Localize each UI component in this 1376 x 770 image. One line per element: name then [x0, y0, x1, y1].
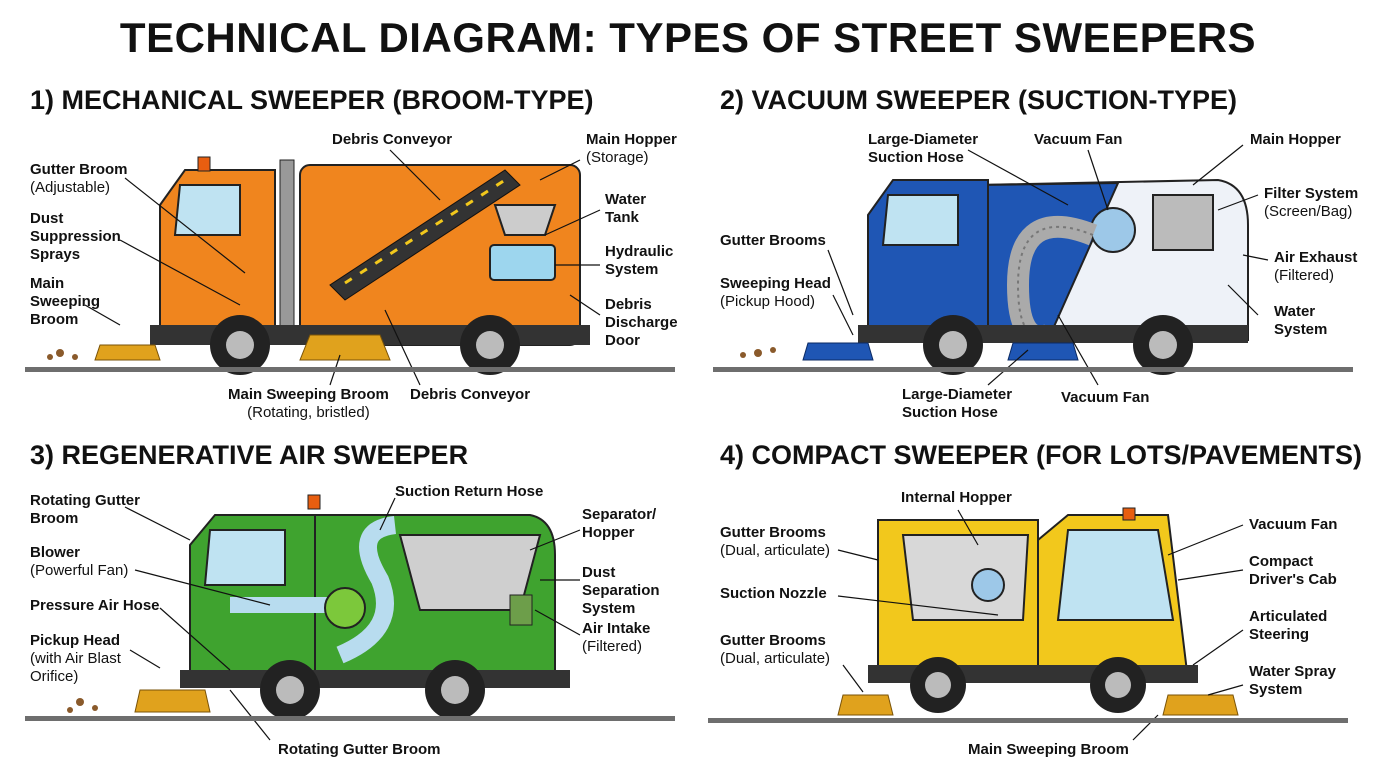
label-pickup-head: Pickup Head(with Air Blast Orifice)	[30, 632, 121, 685]
label-water-spray: Water Spray System	[1249, 663, 1336, 698]
label-compact-cab: Compact Driver's Cab	[1249, 553, 1337, 588]
label-gutter-broom: Gutter Broom(Adjustable)	[30, 161, 128, 196]
panel-regenerative: 3) REGENERATIVE AIR SWEEPER Rotating Gut…	[0, 440, 688, 770]
panel-title-compact: 4) COMPACT SWEEPER (FOR LOTS/PAVEMENTS)	[720, 440, 1363, 470]
label-sweeping-head: Sweeping Head(Pickup Hood)	[720, 275, 831, 310]
label-gutter-brooms-bottom: Gutter Brooms(Dual, articulate)	[720, 632, 831, 667]
label-filter-system: Filter System(Screen/Bag)	[1264, 185, 1359, 220]
label-vacuum-fan-bottom: Vacuum Fan	[1061, 389, 1150, 406]
compact-sweeper-illustration	[837, 507, 1244, 741]
label-separator: Separator/ Hopper	[582, 506, 657, 541]
panel-title-regenerative: 3) REGENERATIVE AIR SWEEPER	[30, 440, 469, 470]
label-suction-nozzle: Suction Nozzle	[720, 585, 827, 602]
label-main-broom-left: Main Sweeping Broom	[30, 275, 101, 328]
label-articulated-steering: Articulated Steering	[1249, 608, 1328, 643]
label-main-hopper: Main Hopper	[1250, 131, 1341, 148]
label-main-broom-bottom: Main Sweeping Broom(Rotating, bristled)	[228, 386, 389, 421]
label-main-broom: Main Sweeping Broom	[968, 741, 1129, 758]
panel-title-vacuum: 2) VACUUM SWEEPER (SUCTION-TYPE)	[720, 85, 1238, 115]
regenerative-sweeper-illustration	[67, 494, 581, 741]
label-dust-suppression: Dust Suppression Sprays	[30, 210, 121, 263]
label-suction-hose-bottom: Large-Diameter Suction Hose	[902, 386, 1013, 421]
label-internal-hopper: Internal Hopper	[901, 489, 1012, 506]
page-title: TECHNICAL DIAGRAM: TYPES OF STREET SWEEP…	[119, 14, 1257, 61]
label-vacuum-fan-top: Vacuum Fan	[1034, 131, 1123, 148]
panel-compact: 4) COMPACT SWEEPER (FOR LOTS/PAVEMENTS) …	[688, 440, 1376, 770]
ground-line	[713, 367, 1353, 372]
label-suction-return: Suction Return Hose	[395, 483, 544, 500]
label-hydraulic: Hydraulic System	[605, 243, 674, 278]
panel-vacuum: 2) VACUUM SWEEPER (SUCTION-TYPE) Large-D…	[688, 85, 1376, 421]
label-water-tank: Water Tank	[605, 191, 647, 226]
panel-title-mechanical: 1) MECHANICAL SWEEPER (BROOM-TYPE)	[30, 85, 594, 115]
label-gutter-brooms: Gutter Brooms	[720, 232, 826, 249]
label-vacuum-fan: Vacuum Fan	[1249, 516, 1338, 533]
label-rotating-gutter-top: Rotating Gutter Broom	[30, 492, 140, 527]
label-blower: Blower(Powerful Fan)	[30, 544, 129, 579]
label-gutter-brooms-top: Gutter Brooms(Dual, articulate)	[720, 524, 831, 559]
ground-line	[708, 718, 1348, 723]
vacuum-sweeper-illustration	[740, 144, 1269, 386]
mechanical-sweeper-illustration	[47, 149, 601, 386]
label-air-exhaust: Air Exhaust(Filtered)	[1274, 249, 1358, 284]
label-debris-conveyor-bottom: Debris Conveyor	[410, 386, 531, 403]
label-pressure-hose: Pressure Air Hose	[30, 597, 160, 614]
label-discharge-door: Debris Discharge Door	[605, 296, 678, 349]
label-air-intake: Air Intake(Filtered)	[582, 620, 651, 655]
ground-line	[25, 367, 675, 372]
label-main-hopper: Main Hopper(Storage)	[586, 131, 677, 166]
label-debris-conveyor-top: Debris Conveyor	[332, 131, 453, 148]
ground-line	[25, 716, 675, 721]
label-suction-hose-top: Large-Diameter Suction Hose	[868, 131, 979, 166]
label-rotating-gutter-bottom: Rotating Gutter Broom	[278, 741, 441, 758]
panel-mechanical: 1) MECHANICAL SWEEPER (BROOM-TYPE)	[0, 85, 688, 421]
label-water-system: Water System	[1274, 303, 1328, 338]
label-dust-separation: Dust Separation System	[582, 564, 660, 617]
